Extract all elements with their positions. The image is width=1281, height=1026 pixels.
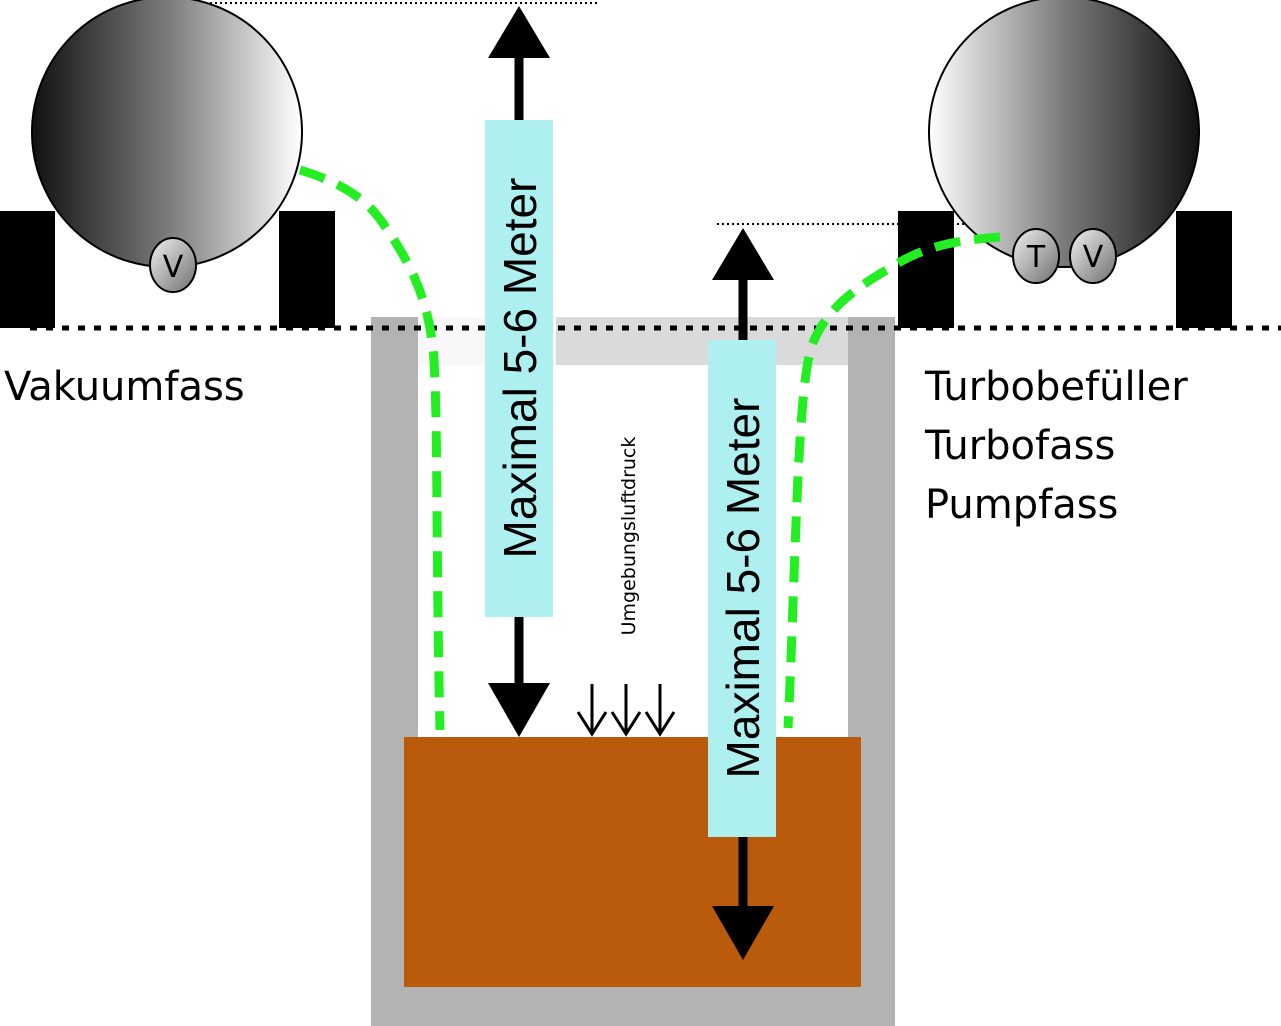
pit-opening-glare: [418, 317, 848, 365]
wheel-right-rear: [1176, 211, 1232, 328]
valve-t-label: T: [1026, 240, 1046, 275]
arrow-down-icon: [576, 711, 608, 737]
arrow-up-icon: [712, 228, 774, 280]
pressure-arrows: Umgebungsluftdruck: [576, 437, 676, 737]
arrow-down-icon: [610, 711, 642, 737]
valve-v-icon: [149, 237, 197, 293]
turbo-tank-label-3: Pumpfass: [925, 482, 1118, 528]
wheel-right-front: [898, 211, 954, 328]
arrow-down-icon: [712, 906, 774, 960]
valve-v-label: V: [1083, 240, 1104, 275]
height-arrow-right: Maximal 5-6 Meter: [708, 228, 776, 960]
slurry: [404, 737, 861, 987]
height-label-bg: [485, 120, 553, 617]
wheel-left-front: [0, 211, 55, 328]
pressure-label: Umgebungsluftdruck: [618, 437, 640, 636]
height-label: Maximal 5-6 Meter: [717, 398, 769, 779]
height-label-bg: [708, 340, 776, 837]
arrow-down-icon: [644, 711, 676, 737]
vacuum-tank: V: [0, 0, 335, 328]
vacuum-tank-body: [31, 0, 303, 268]
wheel-left-rear: [279, 211, 335, 328]
valve-v-icon: [1069, 228, 1117, 284]
arrow-down-icon: [488, 683, 550, 737]
turbo-tank-label-1: Turbobefüller: [924, 364, 1188, 410]
height-arrow-left: Maximal 5-6 Meter: [485, 6, 553, 737]
turbo-tank: T V: [898, 0, 1232, 328]
pit: [371, 317, 895, 1026]
valve-v-label: V: [163, 250, 184, 285]
valve-t-icon: [1012, 228, 1060, 284]
height-label: Maximal 5-6 Meter: [494, 178, 546, 559]
vacuum-tank-label: Vakuumfass: [4, 364, 245, 410]
turbo-tank-body: [928, 0, 1200, 268]
suction-hose-left: [298, 165, 445, 731]
turbo-tank-label-2: Turbofass: [924, 423, 1115, 469]
arrow-up-icon: [488, 6, 550, 58]
suction-hose-right: [783, 232, 1001, 729]
